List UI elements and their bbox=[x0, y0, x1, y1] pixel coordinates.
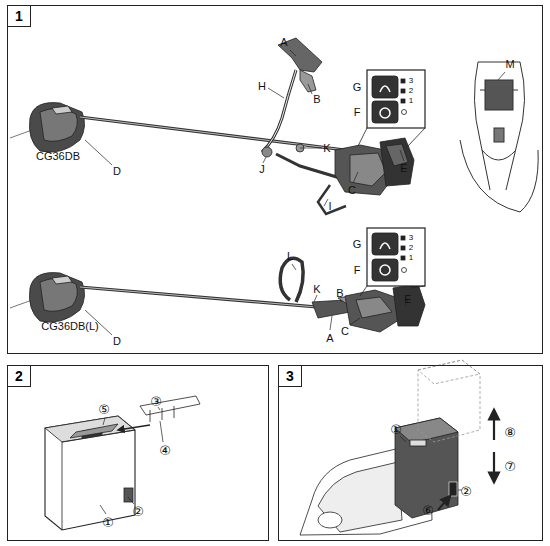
part-letter: D bbox=[112, 335, 122, 348]
part-letter: E bbox=[399, 162, 408, 175]
callout-number: 1 bbox=[408, 96, 414, 106]
callout-number: 3 bbox=[408, 76, 414, 86]
part-letter: F bbox=[353, 106, 362, 119]
callout-number: ⑤ bbox=[97, 402, 111, 417]
part-letter: K bbox=[322, 142, 331, 155]
part-letter: H bbox=[257, 80, 267, 93]
callout-number: ② bbox=[131, 504, 145, 519]
callout-number: ① bbox=[389, 422, 403, 437]
part-letter: B bbox=[312, 93, 321, 106]
callout-number: ⑥ bbox=[421, 503, 435, 518]
part-letter: C bbox=[347, 184, 357, 197]
part-letter: G bbox=[352, 81, 363, 94]
callout-number: 3 bbox=[408, 233, 414, 243]
part-letter: F bbox=[353, 264, 362, 277]
figure-panel: 1 bbox=[7, 5, 543, 354]
panel-number: 2 bbox=[8, 366, 31, 387]
part-letter: G bbox=[352, 238, 363, 251]
callout-number: ⑧ bbox=[503, 425, 517, 440]
part-letter: CG36DB bbox=[35, 150, 81, 163]
figure-panel: 3 bbox=[278, 365, 543, 541]
part-letter: A bbox=[325, 332, 334, 345]
panel-number: 3 bbox=[279, 366, 302, 387]
callout-number: 2 bbox=[408, 243, 414, 253]
part-letter: C bbox=[340, 325, 350, 338]
callout-number: 2 bbox=[408, 86, 414, 96]
part-letter: J bbox=[258, 163, 266, 176]
part-letter: CG36DB(L) bbox=[40, 320, 99, 333]
part-letter: D bbox=[112, 165, 122, 178]
part-letter: K bbox=[312, 283, 321, 296]
part-letter: E bbox=[403, 293, 412, 306]
callout-number: ③ bbox=[149, 394, 163, 409]
callout-number: ② bbox=[459, 484, 473, 499]
part-letter: B bbox=[335, 287, 344, 300]
callout-number: ④ bbox=[158, 443, 172, 458]
panel-number: 1 bbox=[8, 6, 31, 27]
part-letter: M bbox=[504, 58, 515, 71]
callout-number: ⑦ bbox=[503, 459, 517, 474]
part-letter: L bbox=[286, 250, 294, 263]
part-letter: A bbox=[279, 36, 288, 49]
callout-number: 1 bbox=[408, 253, 414, 263]
part-letter: I bbox=[327, 200, 332, 213]
callout-number: ① bbox=[101, 515, 115, 530]
